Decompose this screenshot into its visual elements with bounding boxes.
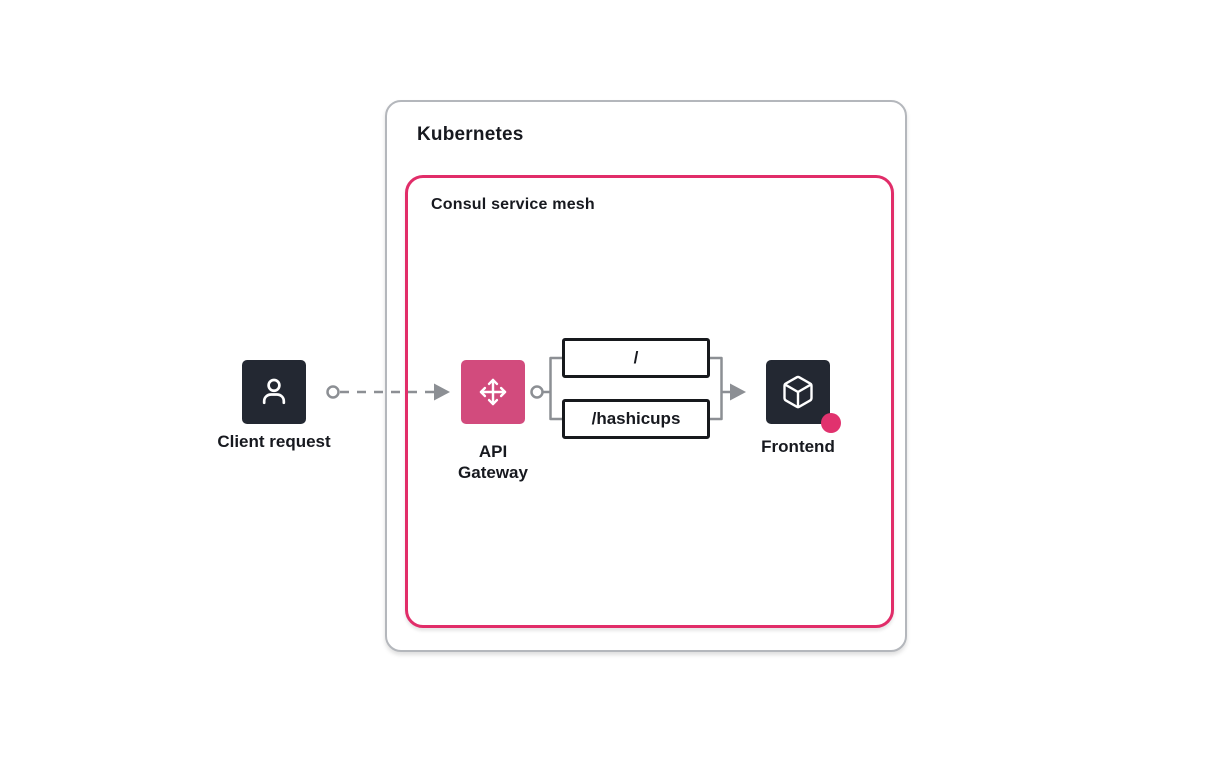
- route-box-hashicups: /hashicups: [562, 399, 710, 439]
- route-hashicups-path: /hashicups: [591, 409, 681, 428]
- frontend-node: [766, 360, 830, 424]
- frontend-status-dot: [821, 413, 841, 433]
- client-request-label: Client request: [217, 432, 331, 451]
- kubernetes-label: Kubernetes: [417, 124, 524, 145]
- client-request-node: [242, 360, 306, 424]
- api-gateway-label: API Gateway: [458, 442, 528, 482]
- api-gateway-node: [461, 360, 525, 424]
- route-root-path: /: [633, 348, 639, 367]
- cube-icon: [783, 375, 813, 409]
- frontend-label: Frontend: [761, 437, 835, 456]
- move-arrows-icon: [479, 378, 507, 406]
- route-box-root: /: [562, 338, 710, 378]
- person-icon: [262, 378, 286, 405]
- consul-service-mesh-label: Consul service mesh: [431, 196, 595, 213]
